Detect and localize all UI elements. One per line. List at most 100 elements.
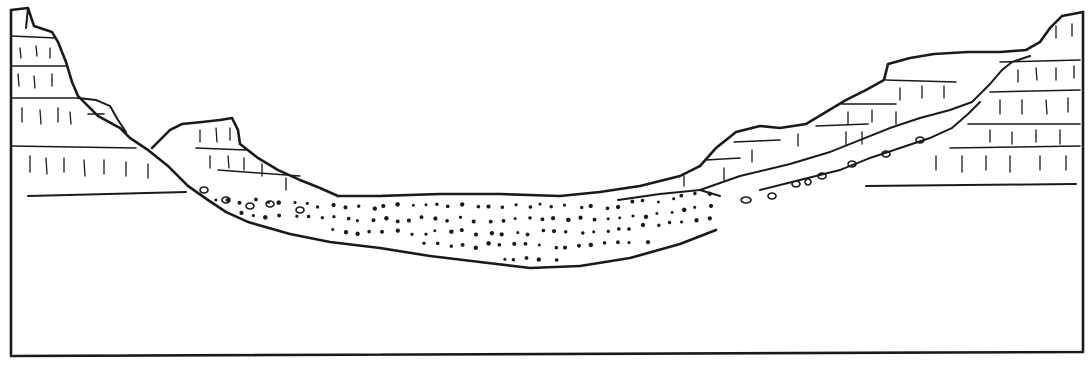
stipple-dot	[316, 205, 319, 208]
stipple-dot	[607, 217, 610, 220]
stipple-dot	[460, 228, 464, 232]
stipple-dot	[477, 205, 481, 209]
stipple-dot	[420, 215, 424, 219]
stipple-dot	[606, 207, 610, 211]
stipple-dot	[646, 240, 650, 244]
stipple-dot	[396, 219, 400, 223]
stipple-dot	[616, 205, 620, 209]
stipple-dot	[422, 242, 425, 245]
right-wall-hatching	[684, 24, 1074, 186]
stipple-dot	[514, 217, 517, 220]
stipple-dot	[593, 218, 597, 222]
stipple-dot	[641, 199, 645, 203]
stipple-dot	[589, 204, 593, 208]
stipple-dot	[306, 202, 309, 205]
stipple-dot	[555, 246, 558, 249]
stipple-dot	[486, 204, 490, 208]
stipple-dot	[580, 206, 583, 209]
right-wall-strata	[706, 60, 1080, 186]
stipple-dot	[472, 220, 476, 224]
stipple-dot	[435, 203, 438, 206]
right-canyon-wall	[700, 12, 1083, 190]
stipple-dot	[680, 221, 683, 224]
stipple-dot	[239, 211, 243, 215]
stipple-dot	[542, 229, 546, 233]
stipple-dot	[581, 231, 584, 234]
stipple-dot	[450, 245, 453, 248]
stipple-dot	[682, 208, 687, 213]
stipple-dot	[641, 223, 645, 227]
stipple-dot	[503, 258, 506, 261]
stipple-dot	[512, 258, 515, 261]
stipple-dot	[367, 230, 370, 233]
stipple-dot	[501, 206, 505, 210]
stipple-dot	[293, 201, 296, 204]
stipple-dot	[524, 242, 528, 246]
stipple-dot	[396, 228, 400, 232]
stipple-dot	[497, 243, 501, 247]
central-butte	[152, 118, 338, 196]
stipple-dot	[708, 192, 712, 196]
stipple-dot	[632, 215, 635, 218]
stipple-dot	[357, 205, 360, 208]
stipple-dot	[577, 244, 581, 248]
stipple-dot	[277, 214, 281, 218]
stipple-dot	[384, 216, 389, 221]
stipple-dot	[537, 257, 541, 261]
stipple-dot	[489, 220, 493, 224]
stipple-dot	[474, 232, 478, 236]
stipple-dot	[355, 232, 359, 236]
stipple-dot	[563, 204, 566, 207]
stipple-dot	[380, 230, 384, 234]
stipple-dot	[486, 241, 491, 246]
stipple-dot	[563, 246, 567, 250]
stipple-dot	[603, 241, 606, 244]
stipple-dot	[709, 204, 713, 208]
stipple-dot	[551, 216, 555, 220]
valley-floor-surface	[338, 166, 700, 196]
stipple-dot	[500, 232, 504, 236]
stipple-dot	[424, 233, 427, 236]
stipple-dot	[407, 218, 411, 222]
stipple-dot	[515, 203, 518, 206]
stipple-dot	[512, 242, 516, 246]
figure-frame	[11, 10, 1083, 356]
stipple-dot	[252, 214, 255, 217]
stipple-dot	[668, 221, 671, 224]
stipple-dot	[344, 205, 348, 209]
stipple-dot	[412, 204, 415, 207]
stipple-dot	[307, 215, 310, 218]
stipple-dot	[461, 243, 465, 247]
stipple-dot	[425, 203, 428, 206]
stipple-dot	[644, 215, 648, 219]
stipple-dot	[526, 233, 530, 237]
stipple-dot	[445, 219, 449, 223]
terrace-gravel	[200, 137, 924, 213]
stipple-dot	[254, 198, 258, 202]
stipple-dot	[630, 200, 634, 204]
stipple-dot	[276, 200, 281, 205]
stipple-dot	[446, 205, 450, 209]
stipple-dot	[671, 211, 674, 214]
stipple-dot	[708, 216, 712, 220]
stipple-dot	[516, 231, 519, 234]
stipple-dot	[693, 192, 696, 195]
stipple-dot	[657, 201, 660, 204]
stipple-dot	[618, 216, 621, 219]
stipple-dot	[672, 197, 675, 200]
stipple-dot	[525, 256, 529, 260]
stipple-dot	[564, 230, 567, 233]
stipple-dot	[331, 228, 334, 231]
stipple-dot	[263, 215, 268, 220]
stipple-dot	[372, 218, 376, 222]
left-canyon-wall	[11, 8, 188, 186]
stipple-dot	[607, 230, 610, 233]
stipple-dot	[321, 216, 324, 219]
stipple-dot	[694, 218, 698, 222]
stipple-dot	[460, 202, 464, 206]
stipple-dot	[373, 206, 377, 210]
stipple-dot	[566, 218, 571, 223]
stipple-dot	[356, 219, 359, 222]
